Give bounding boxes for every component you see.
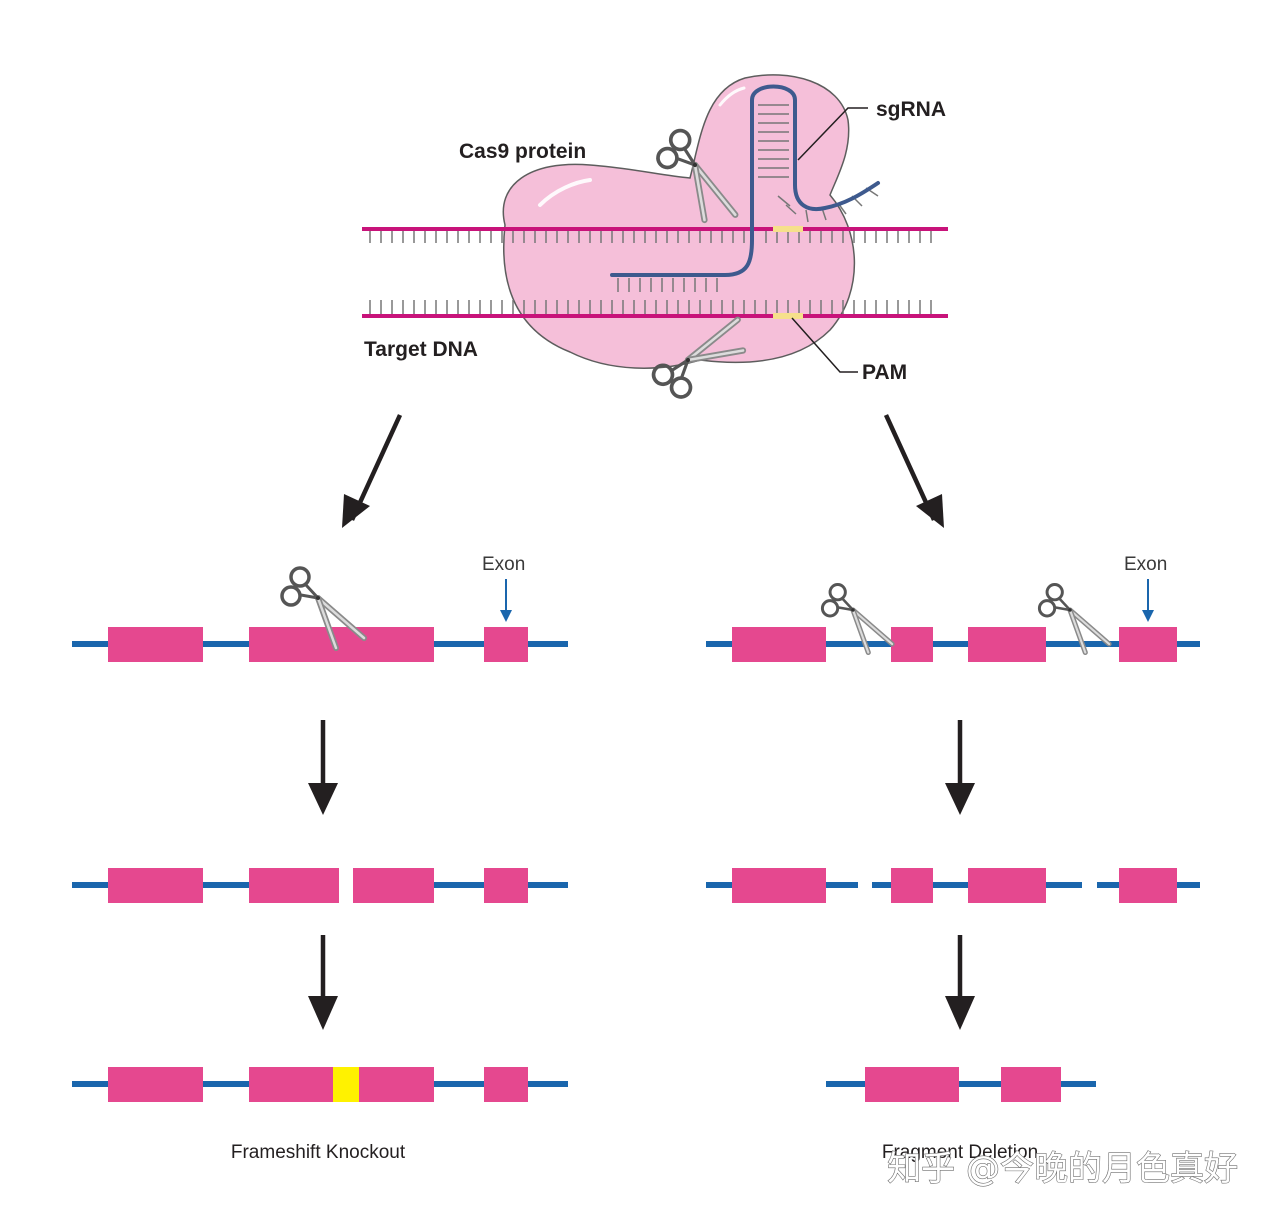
insertion-mark <box>333 1067 359 1102</box>
exon-block <box>484 868 528 903</box>
exon-label: Exon <box>482 554 525 575</box>
exon-block <box>865 1067 959 1102</box>
watermark-text: 知乎 @今晚的月色真好 <box>887 1149 1238 1189</box>
pam-mark-bottom <box>773 313 803 319</box>
base-tick <box>785 204 797 215</box>
caption-frameshift: Frameshift Knockout <box>231 1142 406 1163</box>
sgrna-strand <box>610 84 880 292</box>
cas9-complex <box>362 74 948 406</box>
target-dna-label: Target DNA <box>364 338 478 361</box>
base-tick <box>777 195 791 207</box>
exon-block <box>732 627 826 662</box>
exon-label: Exon <box>1124 554 1167 575</box>
exon-block <box>968 627 1046 662</box>
exon-block <box>108 1067 203 1102</box>
exon-block <box>1119 868 1177 903</box>
caption-fragment-deletion: Fragment Deletion <box>882 1142 1038 1163</box>
down-arrow-icon <box>342 494 370 528</box>
frameshift-panel: Exon Frameshift Knockout <box>72 554 568 1163</box>
exon-block <box>108 627 203 662</box>
pam-mark-top <box>773 226 803 232</box>
exon-block <box>1001 1067 1061 1102</box>
exon-block <box>891 627 933 662</box>
base-tick <box>805 209 809 223</box>
fragment-deletion-panel: Exon Fragment Deletion <box>706 554 1200 1163</box>
cas9-protein-label: Cas9 protein <box>459 140 586 163</box>
pam-label: PAM <box>862 361 907 384</box>
exon-block <box>353 868 434 903</box>
exon-block <box>108 868 203 903</box>
exon-block <box>249 868 339 903</box>
exon-block <box>732 868 826 903</box>
exon-block <box>1119 627 1177 662</box>
exon-block <box>249 627 434 662</box>
exon-block <box>484 1067 528 1102</box>
down-arrow-icon <box>916 494 944 528</box>
sgrna-label: sgRNA <box>876 98 946 121</box>
exon-block <box>968 868 1046 903</box>
exon-block <box>484 627 528 662</box>
exon-block <box>891 868 933 903</box>
cas9-protein-body <box>502 74 856 369</box>
